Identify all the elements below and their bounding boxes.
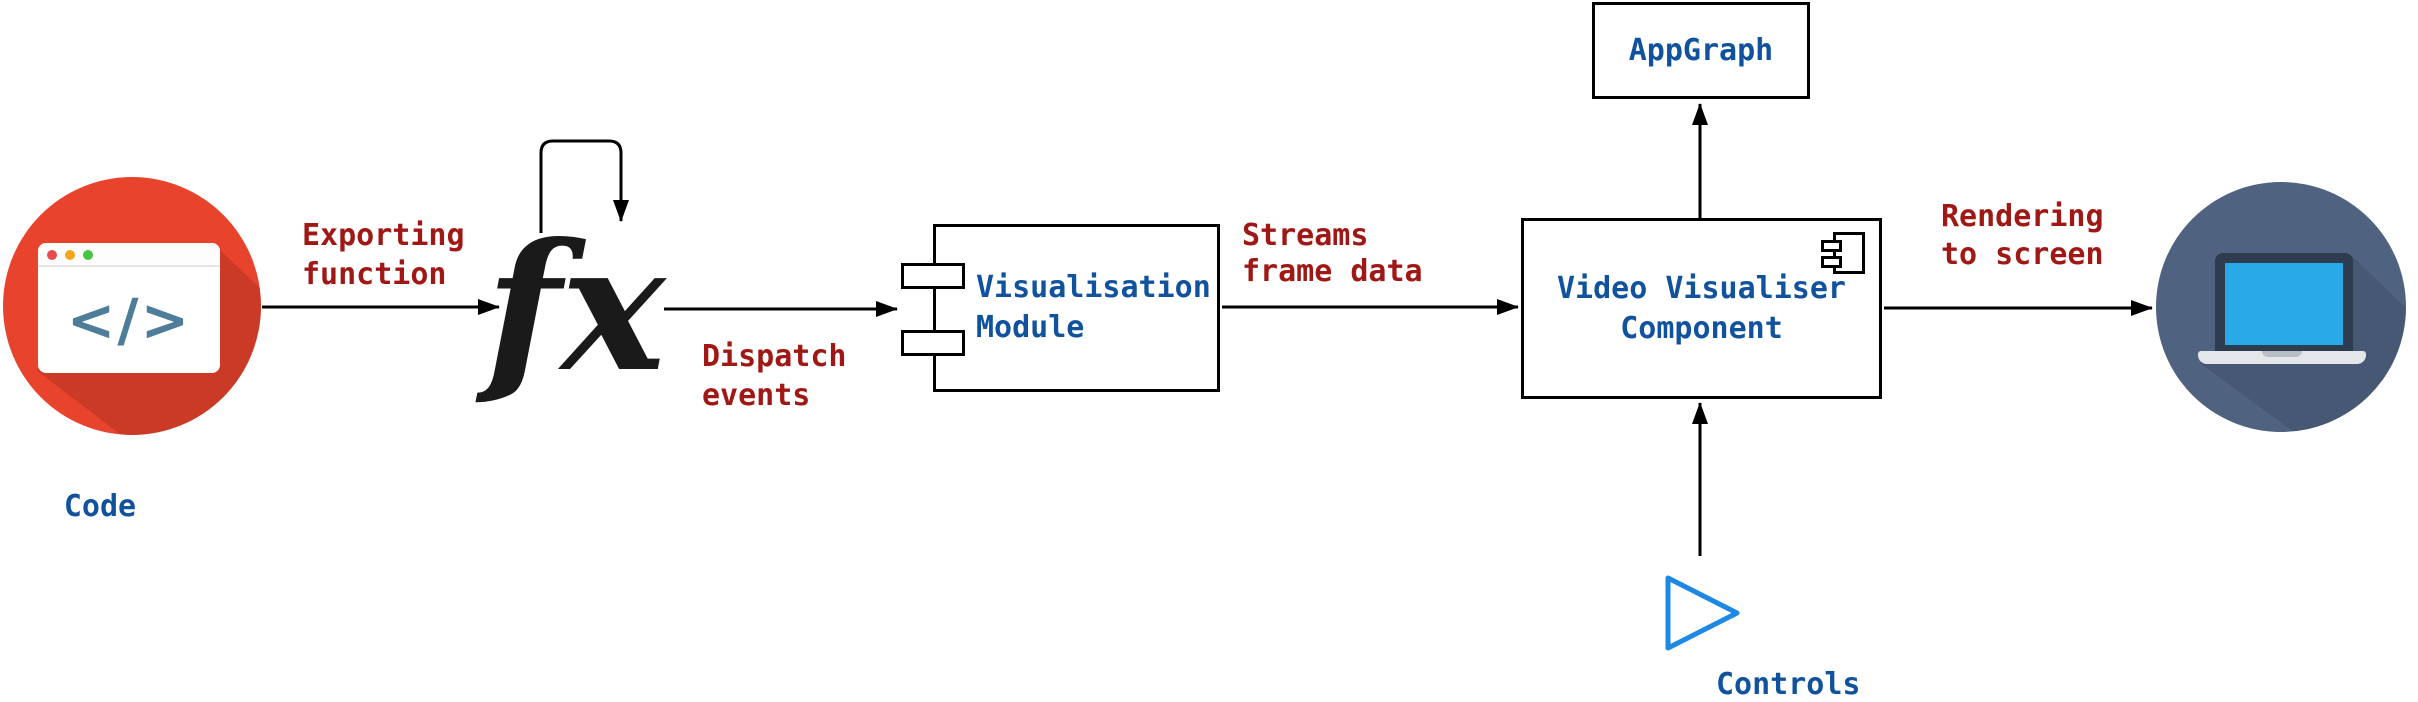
uml-component-icon <box>1821 232 1867 276</box>
visualisation-module-port-top <box>901 263 965 289</box>
laptop-base <box>2198 351 2366 364</box>
code-node-label: Code <box>63 489 137 524</box>
laptop-display-frame <box>2215 253 2353 351</box>
screen-laptop-icon[interactable] <box>2156 182 2406 432</box>
controls-label: Controls <box>1716 667 1861 702</box>
edge-label-streams-frame-data: Streams frame data <box>1242 218 1423 289</box>
code-icon[interactable]: </> <box>3 177 261 435</box>
code-tag-glyph: </> <box>66 286 192 354</box>
window-dot-yellow-icon <box>65 250 75 260</box>
window-dot-red-icon <box>47 250 57 260</box>
window-dot-green-icon <box>83 250 93 260</box>
edge-label-exporting-function: Exporting function <box>302 218 465 292</box>
edge-label-rendering-to-screen: Rendering to screen <box>1941 199 2104 272</box>
function-fx-icon[interactable]: fx <box>485 205 666 411</box>
visualisation-module-box[interactable]: Visualisation Module <box>933 224 1220 392</box>
appgraph-label: AppGraph <box>1628 32 1774 68</box>
arrow-function-self-loop <box>539 139 629 233</box>
video-visualiser-component-label: Video Visualiser Component <box>1557 270 1846 346</box>
uml-component-icon-tab <box>1821 256 1842 268</box>
laptop-screen <box>2225 263 2343 345</box>
uml-component-icon-tab <box>1821 240 1842 252</box>
visualisation-module-label: Visualisation Module <box>976 270 1211 345</box>
appgraph-box[interactable]: AppGraph <box>1592 2 1810 99</box>
controls-play-icon[interactable] <box>1665 575 1740 651</box>
browser-titlebar <box>38 243 220 267</box>
visualisation-module-port-bottom <box>901 330 965 356</box>
laptop-base-notch <box>2262 351 2302 357</box>
edge-label-dispatch-events: Dispatch events <box>702 339 847 413</box>
video-visualiser-component-box[interactable]: Video Visualiser Component <box>1521 218 1882 399</box>
browser-window-icon: </> <box>38 243 220 373</box>
